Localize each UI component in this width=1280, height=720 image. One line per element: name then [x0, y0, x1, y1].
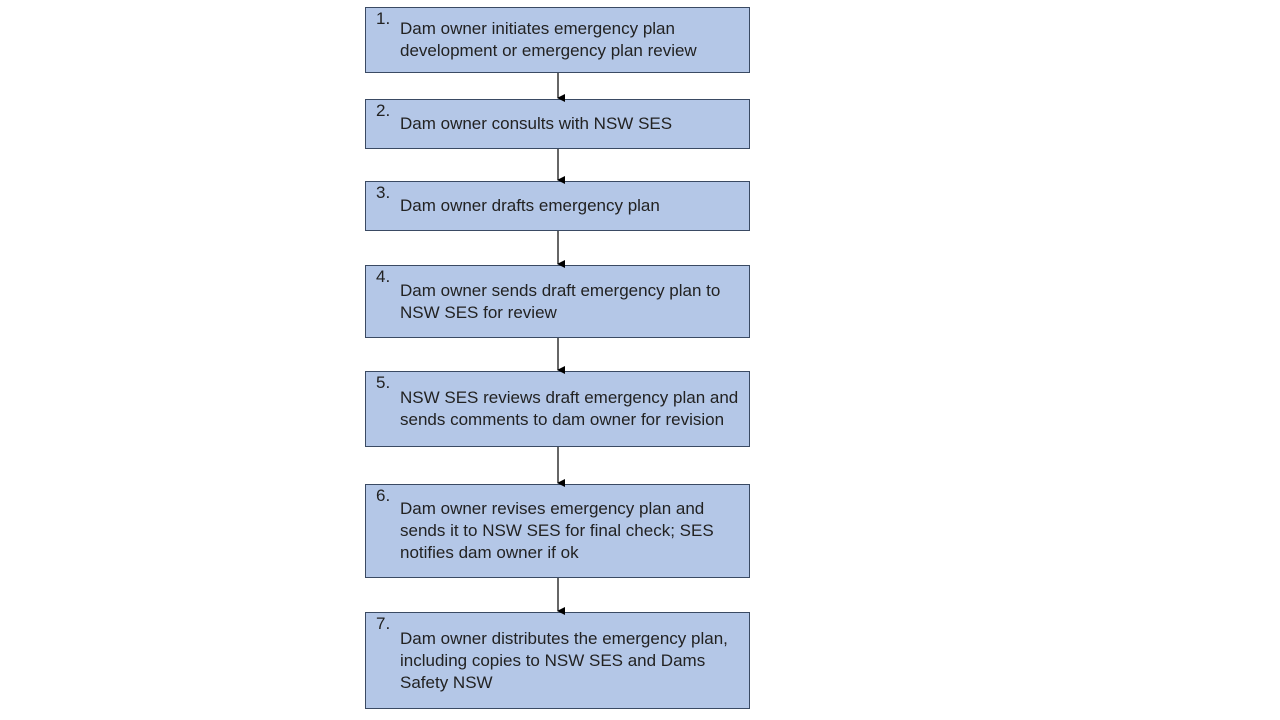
step-text: Dam owner revises emergency plan and sen… [400, 499, 714, 562]
step-number: 4. [376, 267, 391, 286]
step-number: 6. [376, 486, 391, 505]
step-number: 2. [376, 101, 391, 120]
step-text: Dam owner drafts emergency plan [400, 196, 660, 215]
step-7-box: 7. Dam owner distributes the emergency p… [365, 612, 750, 709]
step-number: 3. [376, 183, 391, 202]
step-number: 5. [376, 373, 391, 392]
step-number: 7. [376, 614, 391, 633]
step-text: Dam owner distributes the emergency plan… [400, 628, 728, 692]
step-4-box: 4. Dam owner sends draft emergency plan … [365, 265, 750, 338]
step-1-box: 1. Dam owner initiates emergency plan de… [365, 7, 750, 73]
step-5-box: 5. NSW SES reviews draft emergency plan … [365, 371, 750, 447]
step-number: 1. [376, 9, 391, 28]
step-6-box: 6. Dam owner revises emergency plan and … [365, 484, 750, 578]
step-text: Dam owner initiates emergency plan devel… [400, 19, 697, 60]
step-text: NSW SES reviews draft emergency plan and… [400, 388, 739, 429]
step-text: Dam owner sends draft emergency plan to … [400, 280, 721, 322]
step-text: Dam owner consults with NSW SES [400, 114, 673, 133]
